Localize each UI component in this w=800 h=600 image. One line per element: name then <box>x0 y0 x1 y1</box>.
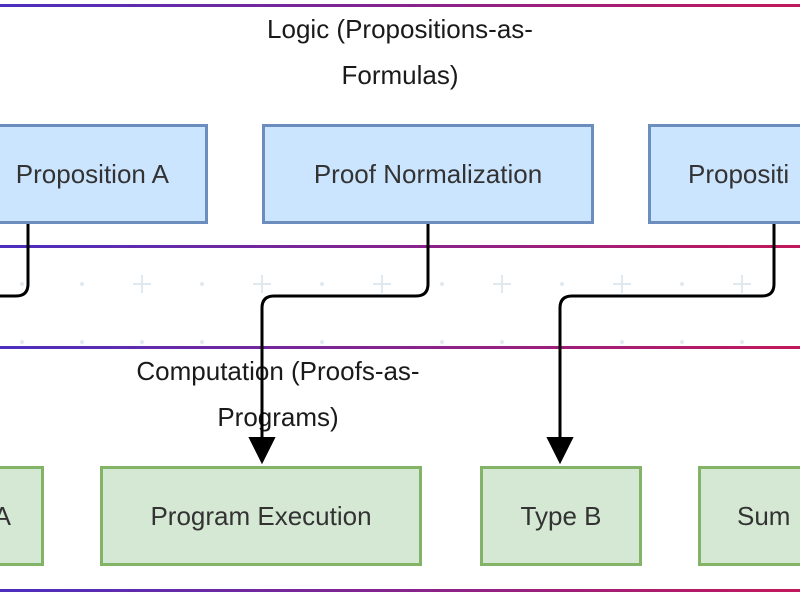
node-proof-normalization-label: Proof Normalization <box>313 158 543 189</box>
node-program-execution-label: Program Execution <box>150 500 372 531</box>
node-proposition-a-label: Proposition A <box>15 158 169 189</box>
computation-title-line-2: Programs) <box>217 402 339 432</box>
logic-cluster-title: Logic (Propositions-as- Formulas) <box>200 6 600 98</box>
node-proof-normalization[interactable]: Proof Normalization <box>262 124 594 224</box>
node-program-execution[interactable]: Program Execution <box>100 466 422 566</box>
dot-row-1 <box>20 282 684 286</box>
logic-title-line-1: Logic (Propositions-as- <box>267 14 533 44</box>
background-pattern <box>20 275 751 344</box>
dot-row-2 <box>20 340 744 344</box>
computation-cluster-title: Computation (Proofs-as- Programs) <box>78 348 478 440</box>
node-type-b-label: Type B <box>520 500 602 531</box>
node-sum-label: Sum <box>737 500 791 531</box>
logic-cluster-top-border <box>0 4 800 7</box>
computation-title-line-1: Computation (Proofs-as- <box>136 356 420 386</box>
node-sum[interactable]: Sum <box>698 466 800 566</box>
node-proposition-b-label: Propositi <box>688 158 790 189</box>
node-proposition-b[interactable]: Propositi <box>648 124 800 224</box>
node-type-b[interactable]: Type B <box>480 466 642 566</box>
node-proposition-a[interactable]: Proposition A <box>0 124 208 224</box>
logic-cluster-bottom-border <box>0 245 800 248</box>
computation-cluster-bottom-border <box>0 589 800 592</box>
node-type-a-label: A <box>0 501 11 532</box>
logic-title-line-2: Formulas) <box>341 60 459 90</box>
node-type-a[interactable]: A <box>0 466 44 566</box>
